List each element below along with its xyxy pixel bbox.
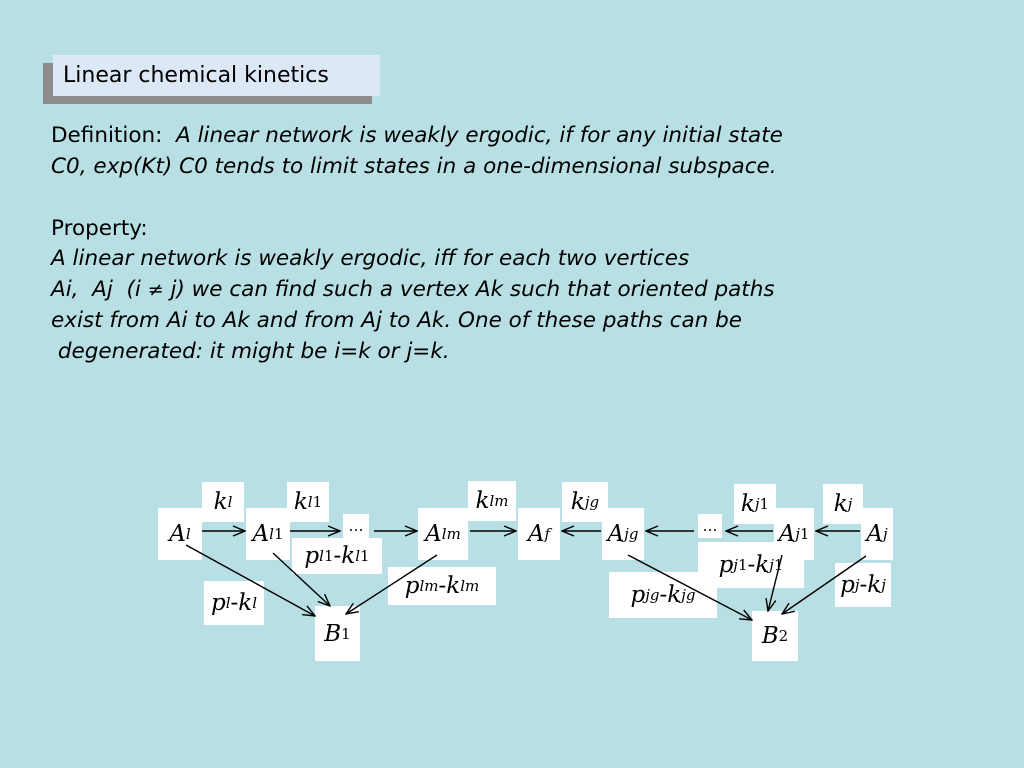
node-dots-right: … xyxy=(698,514,722,538)
arrow-Al-B1 xyxy=(185,544,315,616)
definition-text-1: A linear network is weakly ergodic, if f… xyxy=(176,123,783,148)
property-line-2: Ai, Aj (i ≠ j) we can find such a vertex… xyxy=(51,274,775,306)
node-dots-left: … xyxy=(343,514,369,538)
arrow-Ajg-B2 xyxy=(627,554,752,620)
property-line-2-start: Ai, Aj (i xyxy=(51,277,148,302)
arrow-Al1-B1 xyxy=(272,552,330,606)
property-line-4: degenerated: it might be i=k or j=k. xyxy=(51,339,450,364)
definition-line-1: Definition: A linear network is weakly e… xyxy=(51,120,783,151)
slide-title: Linear chemical kinetics xyxy=(53,55,380,96)
property-line-2-end: j) we can find such a vertex Ak such tha… xyxy=(163,277,775,302)
slide-title-text: Linear chemical kinetics xyxy=(63,63,329,88)
property-line-3: exist from Ai to Ak and from Aj to Ak. O… xyxy=(51,308,743,333)
definition-label: Definition: xyxy=(51,123,163,148)
arrow-Aj1-B2 xyxy=(768,554,783,611)
arrow-Alm-B1 xyxy=(346,554,438,614)
arrow-Aj-B2 xyxy=(782,555,867,614)
not-equal-symbol: ≠ xyxy=(147,279,164,301)
property-line-1: A linear network is weakly ergodic, iff … xyxy=(51,246,690,271)
definition-line-2: C0, exp(Kt) C0 tends to limit states in … xyxy=(51,154,777,179)
property-label: Property: xyxy=(51,216,148,241)
